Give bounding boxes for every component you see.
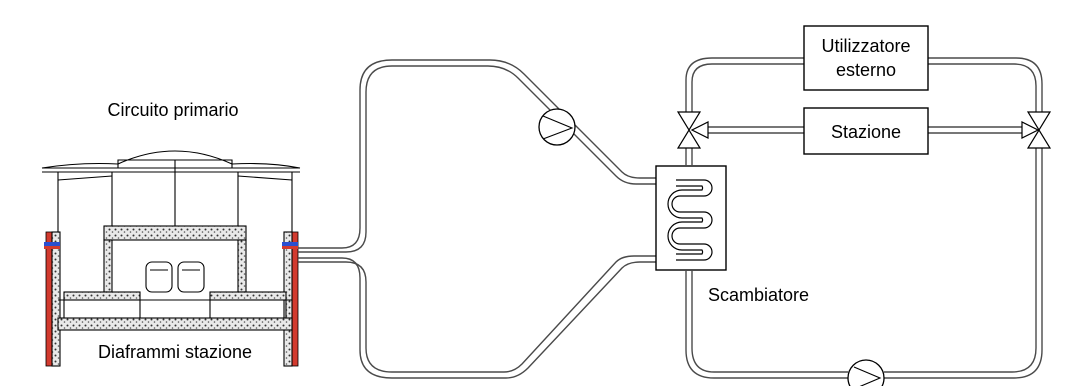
label-primary-circuit: Circuito primario <box>107 100 238 120</box>
heat-exchanger <box>655 165 727 271</box>
bottom-slab <box>57 317 293 331</box>
platform-right <box>209 291 287 301</box>
label-station: Stazione <box>831 122 901 142</box>
roof-canopy <box>42 150 300 173</box>
valve-icon <box>1021 111 1052 149</box>
label-diaphragms: Diaframmi stazione <box>98 342 252 362</box>
label-external-user-line1: Utilizzatore <box>821 36 910 56</box>
primary-loop-pipes <box>298 59 656 379</box>
station-cross-section <box>41 150 301 367</box>
station-box: Stazione <box>803 107 929 155</box>
heat-exchanger-coil-icon <box>671 179 713 261</box>
label-external-user-line2: esterno <box>836 60 896 80</box>
platform-left <box>63 291 141 301</box>
train-right <box>177 261 205 293</box>
valve-icon <box>676 111 709 149</box>
train-left <box>145 261 173 293</box>
left-wall-blue-band <box>44 242 60 246</box>
pump-icon <box>538 108 576 146</box>
upper-slab <box>103 225 247 241</box>
label-exchanger: Scambiatore <box>708 285 809 305</box>
pump-icon <box>847 359 885 386</box>
external-user-box: Utilizzatore esterno <box>803 25 929 91</box>
right-wall-blue-band <box>282 242 298 246</box>
secondary-loop-pipes <box>685 57 1043 379</box>
